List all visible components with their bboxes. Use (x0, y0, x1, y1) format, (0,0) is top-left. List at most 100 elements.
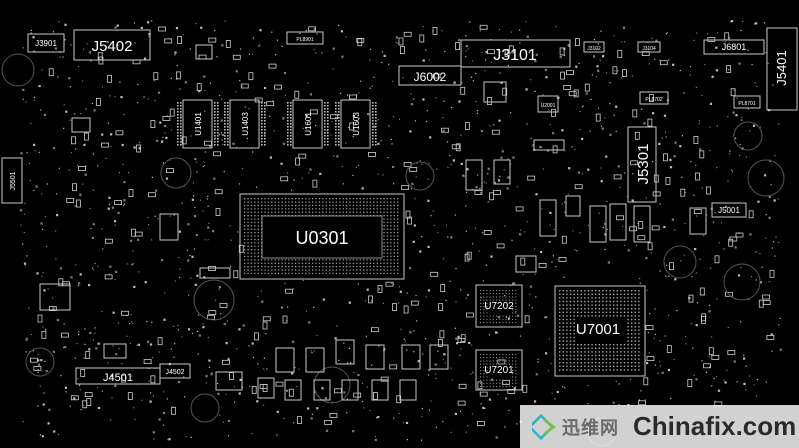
connector-j3104 (637, 41, 661, 53)
part (483, 81, 507, 103)
mounting-hole (1, 53, 35, 87)
connector-j3901 (27, 33, 65, 53)
inductor (399, 379, 417, 401)
label-j3102: J3102 (587, 46, 601, 52)
part (215, 371, 243, 391)
label-j5402: J5402 (92, 38, 133, 55)
part (103, 343, 127, 359)
chip-u1403 (229, 99, 260, 149)
connector-j5301 (627, 126, 657, 203)
inductor (429, 344, 449, 370)
label-u7202: U7202 (484, 301, 514, 312)
label-u1603: U1603 (352, 112, 361, 136)
label-j3101: J3101 (493, 47, 537, 64)
chip-u1601 (292, 99, 323, 149)
connector-j5501 (1, 157, 23, 204)
connector-j5401 (766, 27, 798, 111)
part (493, 159, 511, 185)
label-j3104: J3104 (642, 46, 656, 52)
mounting-hole (747, 159, 785, 197)
label-j5001: J5001 (718, 206, 740, 215)
connector-j6002 (398, 65, 462, 86)
label-j5501: J5501 (10, 171, 17, 190)
label-u1403: U1403 (241, 112, 250, 136)
chip-u1401 (182, 99, 213, 149)
mounting-hole (733, 121, 763, 151)
inductor (313, 379, 331, 401)
inductor (401, 344, 421, 370)
label-u7201: U7201 (484, 365, 514, 376)
connector-j6801 (703, 39, 765, 55)
mounting-hole (190, 393, 220, 423)
inductor (465, 159, 483, 191)
connector-j4502 (159, 363, 191, 379)
chinafix-logo-icon (527, 413, 558, 440)
watermark-chinese: 迅维网 (562, 417, 619, 439)
part-pl8701 (733, 95, 761, 109)
inductor (341, 379, 359, 401)
label-pl8701: PL8701 (738, 101, 755, 107)
mounting-holes (1, 53, 785, 447)
chip-u1603 (340, 99, 371, 149)
inductor (284, 379, 302, 401)
mounting-hole (193, 279, 235, 321)
inductor (335, 339, 355, 365)
part (71, 117, 91, 133)
memory-pins (177, 102, 377, 146)
label-pl8901: PL8901 (296, 37, 313, 43)
label-u2001: U2001 (541, 103, 556, 109)
connector-j3102 (583, 41, 605, 53)
part (195, 44, 213, 60)
mounting-hole (25, 347, 55, 377)
mounting-hole (723, 263, 761, 301)
part (199, 267, 231, 279)
inductor (633, 205, 651, 243)
part (689, 207, 707, 235)
watermark-english: Chinafix.com (633, 411, 797, 441)
label-j3901: J3901 (35, 39, 57, 48)
part (39, 283, 71, 311)
inductor (371, 379, 389, 401)
inductor (257, 377, 275, 399)
cpu-ball-grid (244, 198, 399, 275)
label-u7001: U7001 (576, 321, 620, 338)
connector-j5001 (711, 202, 747, 218)
inductor (159, 213, 179, 241)
label-u1401: U1401 (194, 112, 203, 136)
inductor (589, 205, 607, 243)
inductor (365, 344, 385, 370)
cpu-package (239, 193, 405, 280)
label-u1601: U1601 (304, 112, 313, 136)
label-j6002: J6002 (414, 70, 447, 84)
label-j4501: J4501 (103, 372, 133, 384)
label-u0301: U0301 (295, 228, 348, 248)
part (515, 255, 537, 273)
via-field (20, 20, 782, 441)
u7001-ball-grid (559, 290, 640, 371)
label-j6801: J6801 (722, 42, 747, 52)
inductor (609, 203, 627, 241)
part (533, 139, 565, 151)
chip-u2001 (537, 95, 559, 113)
chip-u7202 (475, 284, 523, 328)
part-pl8702 (639, 91, 669, 105)
cpu-die (261, 215, 383, 259)
part (565, 195, 581, 217)
label-j5301: J5301 (635, 144, 652, 185)
label-j4502: J4502 (165, 369, 184, 376)
mounting-hole (160, 157, 192, 189)
watermark-banner: 迅维网 Chinafix.com (520, 405, 799, 448)
inductor (275, 347, 295, 373)
inductor (305, 347, 325, 373)
part-pl8901 (286, 31, 324, 45)
mounting-hole (663, 245, 697, 279)
inductor (539, 199, 557, 237)
u72-ball-grid (480, 290, 517, 388)
connector-j3101 (460, 39, 571, 68)
component-outlines (1, 27, 798, 401)
connector-j5402 (73, 29, 151, 61)
chip-u7001 (554, 285, 646, 377)
chip-u7201 (475, 349, 523, 391)
label-j5401: J5401 (774, 50, 789, 85)
label-pl8702: PL8702 (645, 97, 662, 103)
